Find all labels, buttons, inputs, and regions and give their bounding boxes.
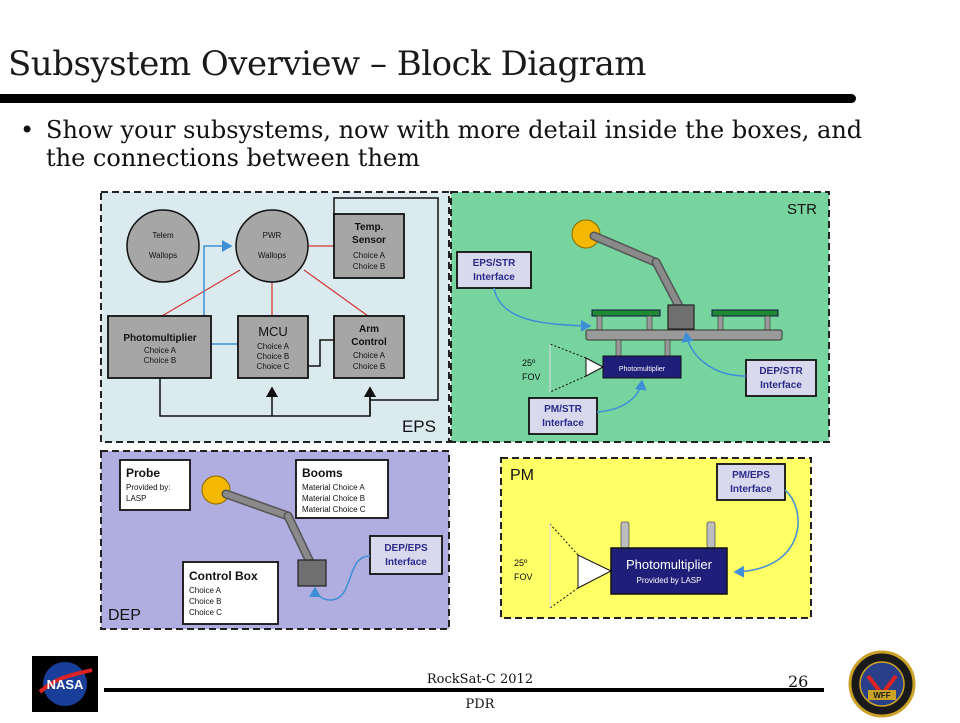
eps-data-wires [159, 197, 439, 417]
pm-label: PM [510, 467, 534, 484]
title-underline [0, 94, 856, 103]
pm-str-interface-box [528, 397, 598, 435]
mcu-title: MCU [258, 324, 288, 339]
eps-photomultiplier-title: Photomultiplier [123, 333, 196, 344]
bullet-dot-icon: • [20, 116, 35, 144]
control-box-choice-2: Choice B [189, 597, 221, 606]
pm-str-arrow [596, 379, 647, 413]
str-fov-label: FOV [522, 372, 541, 382]
pm-photomultiplier-box [610, 547, 728, 595]
eps-str-arrow [493, 287, 592, 332]
pm-photomultiplier-title: Photomultiplier [626, 557, 713, 572]
slide-title: Subsystem Overview – Block Diagram [8, 44, 646, 84]
pm-eps-line-1: PM/EPS [732, 470, 770, 481]
footer-event: RockSat-C 2012 [426, 672, 534, 687]
str-boom-arm [571, 219, 695, 330]
pm-lens-icon [577, 554, 613, 589]
eps-panel: Telem Wallops PWR Wallops Temp. Sensor C… [100, 191, 450, 443]
temp-sensor-choice-1: Choice A [353, 251, 386, 260]
dep-str-line-1: DEP/STR [759, 366, 803, 377]
footer-pdr: PDR [465, 697, 495, 712]
control-box-choice-3: Choice C [189, 608, 222, 617]
eps-label: EPS [402, 417, 436, 436]
page-number: 26 [788, 672, 809, 691]
wff-logo: WFF [848, 650, 916, 723]
pm-str-line-2: Interface [542, 418, 584, 429]
str-panel: STR Photomultiplier 25º [450, 191, 830, 443]
eps-photomultiplier-choice-1: Choice A [144, 346, 177, 355]
temp-sensor-choice-2: Choice B [353, 262, 385, 271]
pm-panel: PM PM/EPS Interface Photomultiplier Prov… [500, 457, 812, 619]
mcu-block [237, 315, 309, 379]
probe-line-2: LASP [126, 494, 146, 503]
pm-mount-right [706, 521, 716, 549]
pm-str-line-1: PM/STR [544, 404, 583, 415]
eps-str-line-1: EPS/STR [473, 258, 517, 269]
arm-control-block [333, 315, 405, 379]
eps-mcu-pwr-arrow [203, 240, 238, 345]
bullet-text: Show your subsystems, now with more deta… [46, 116, 863, 172]
pwr-sub: Wallops [258, 251, 286, 260]
pm-mount-left [620, 521, 630, 549]
arm-control-title-1: Arm [359, 324, 379, 335]
str-label: STR [787, 201, 817, 218]
probe-title: Probe [126, 466, 160, 480]
nasa-logo: NASA [32, 656, 98, 712]
pwr-title: PWR [263, 231, 282, 240]
telem-sub: Wallops [149, 251, 177, 260]
booms-line-2: Material Choice B [302, 494, 365, 503]
eps-str-line-2: Interface [473, 272, 515, 283]
telem-node [126, 209, 200, 283]
control-box-choice-1: Choice A [189, 586, 222, 595]
nasa-logo-text: NASA [47, 677, 84, 692]
pm-eps-arrow [733, 489, 799, 578]
dep-str-line-2: Interface [760, 380, 802, 391]
dep-eps-line-2: Interface [385, 557, 427, 568]
booms-line-3: Material Choice C [302, 505, 366, 514]
eps-photomultiplier-block [107, 315, 212, 379]
telem-title: Telem [152, 231, 174, 240]
temp-sensor-block [333, 213, 405, 279]
arm-control-choice-1: Choice A [353, 351, 386, 360]
dep-eps-interface-box [369, 535, 443, 575]
dep-eps-line-1: DEP/EPS [384, 543, 428, 554]
arm-control-choice-2: Choice B [353, 362, 385, 371]
pm-fov-angle: 25º [514, 558, 528, 568]
wff-logo-text: WFF [873, 691, 890, 700]
probe-box [119, 459, 191, 511]
control-box-box [182, 561, 279, 625]
probe-line-1: Provided by: [126, 483, 170, 492]
dep-boom-arm [201, 475, 327, 587]
booms-title: Booms [302, 466, 343, 480]
mcu-choice-2: Choice B [257, 352, 289, 361]
str-photomultiplier-label: Photomultiplier [619, 366, 666, 373]
eps-photomultiplier-choice-2: Choice B [144, 356, 176, 365]
eps-power-links [161, 245, 369, 317]
str-lens-icon [585, 357, 605, 377]
dep-str-interface-box [745, 359, 817, 397]
footer-rule [104, 688, 824, 692]
str-fov-angle: 25º [522, 358, 536, 368]
dep-label: DEP [108, 607, 141, 624]
arm-control-title-2: Control [351, 337, 387, 348]
pwr-node [235, 209, 309, 283]
dep-panel: DEP Probe Provided by: LASP Booms Materi… [100, 450, 450, 630]
pm-photomultiplier-sub: Provided by LASP [637, 576, 702, 585]
dep-eps-arrow [309, 555, 371, 601]
pm-fov-label: FOV [514, 572, 533, 582]
booms-box [295, 459, 389, 519]
mcu-choice-1: Choice A [257, 342, 290, 351]
eps-str-interface-box [456, 251, 532, 289]
mcu-choice-3: Choice C [257, 362, 290, 371]
pm-eps-line-2: Interface [730, 484, 772, 495]
temp-sensor-title-2: Sensor [352, 235, 386, 246]
control-box-title: Control Box [189, 569, 258, 583]
booms-line-1: Material Choice A [302, 483, 365, 492]
pm-eps-interface-box [716, 463, 786, 501]
temp-sensor-title-1: Temp. [355, 222, 384, 233]
dep-str-arrow [681, 331, 747, 377]
